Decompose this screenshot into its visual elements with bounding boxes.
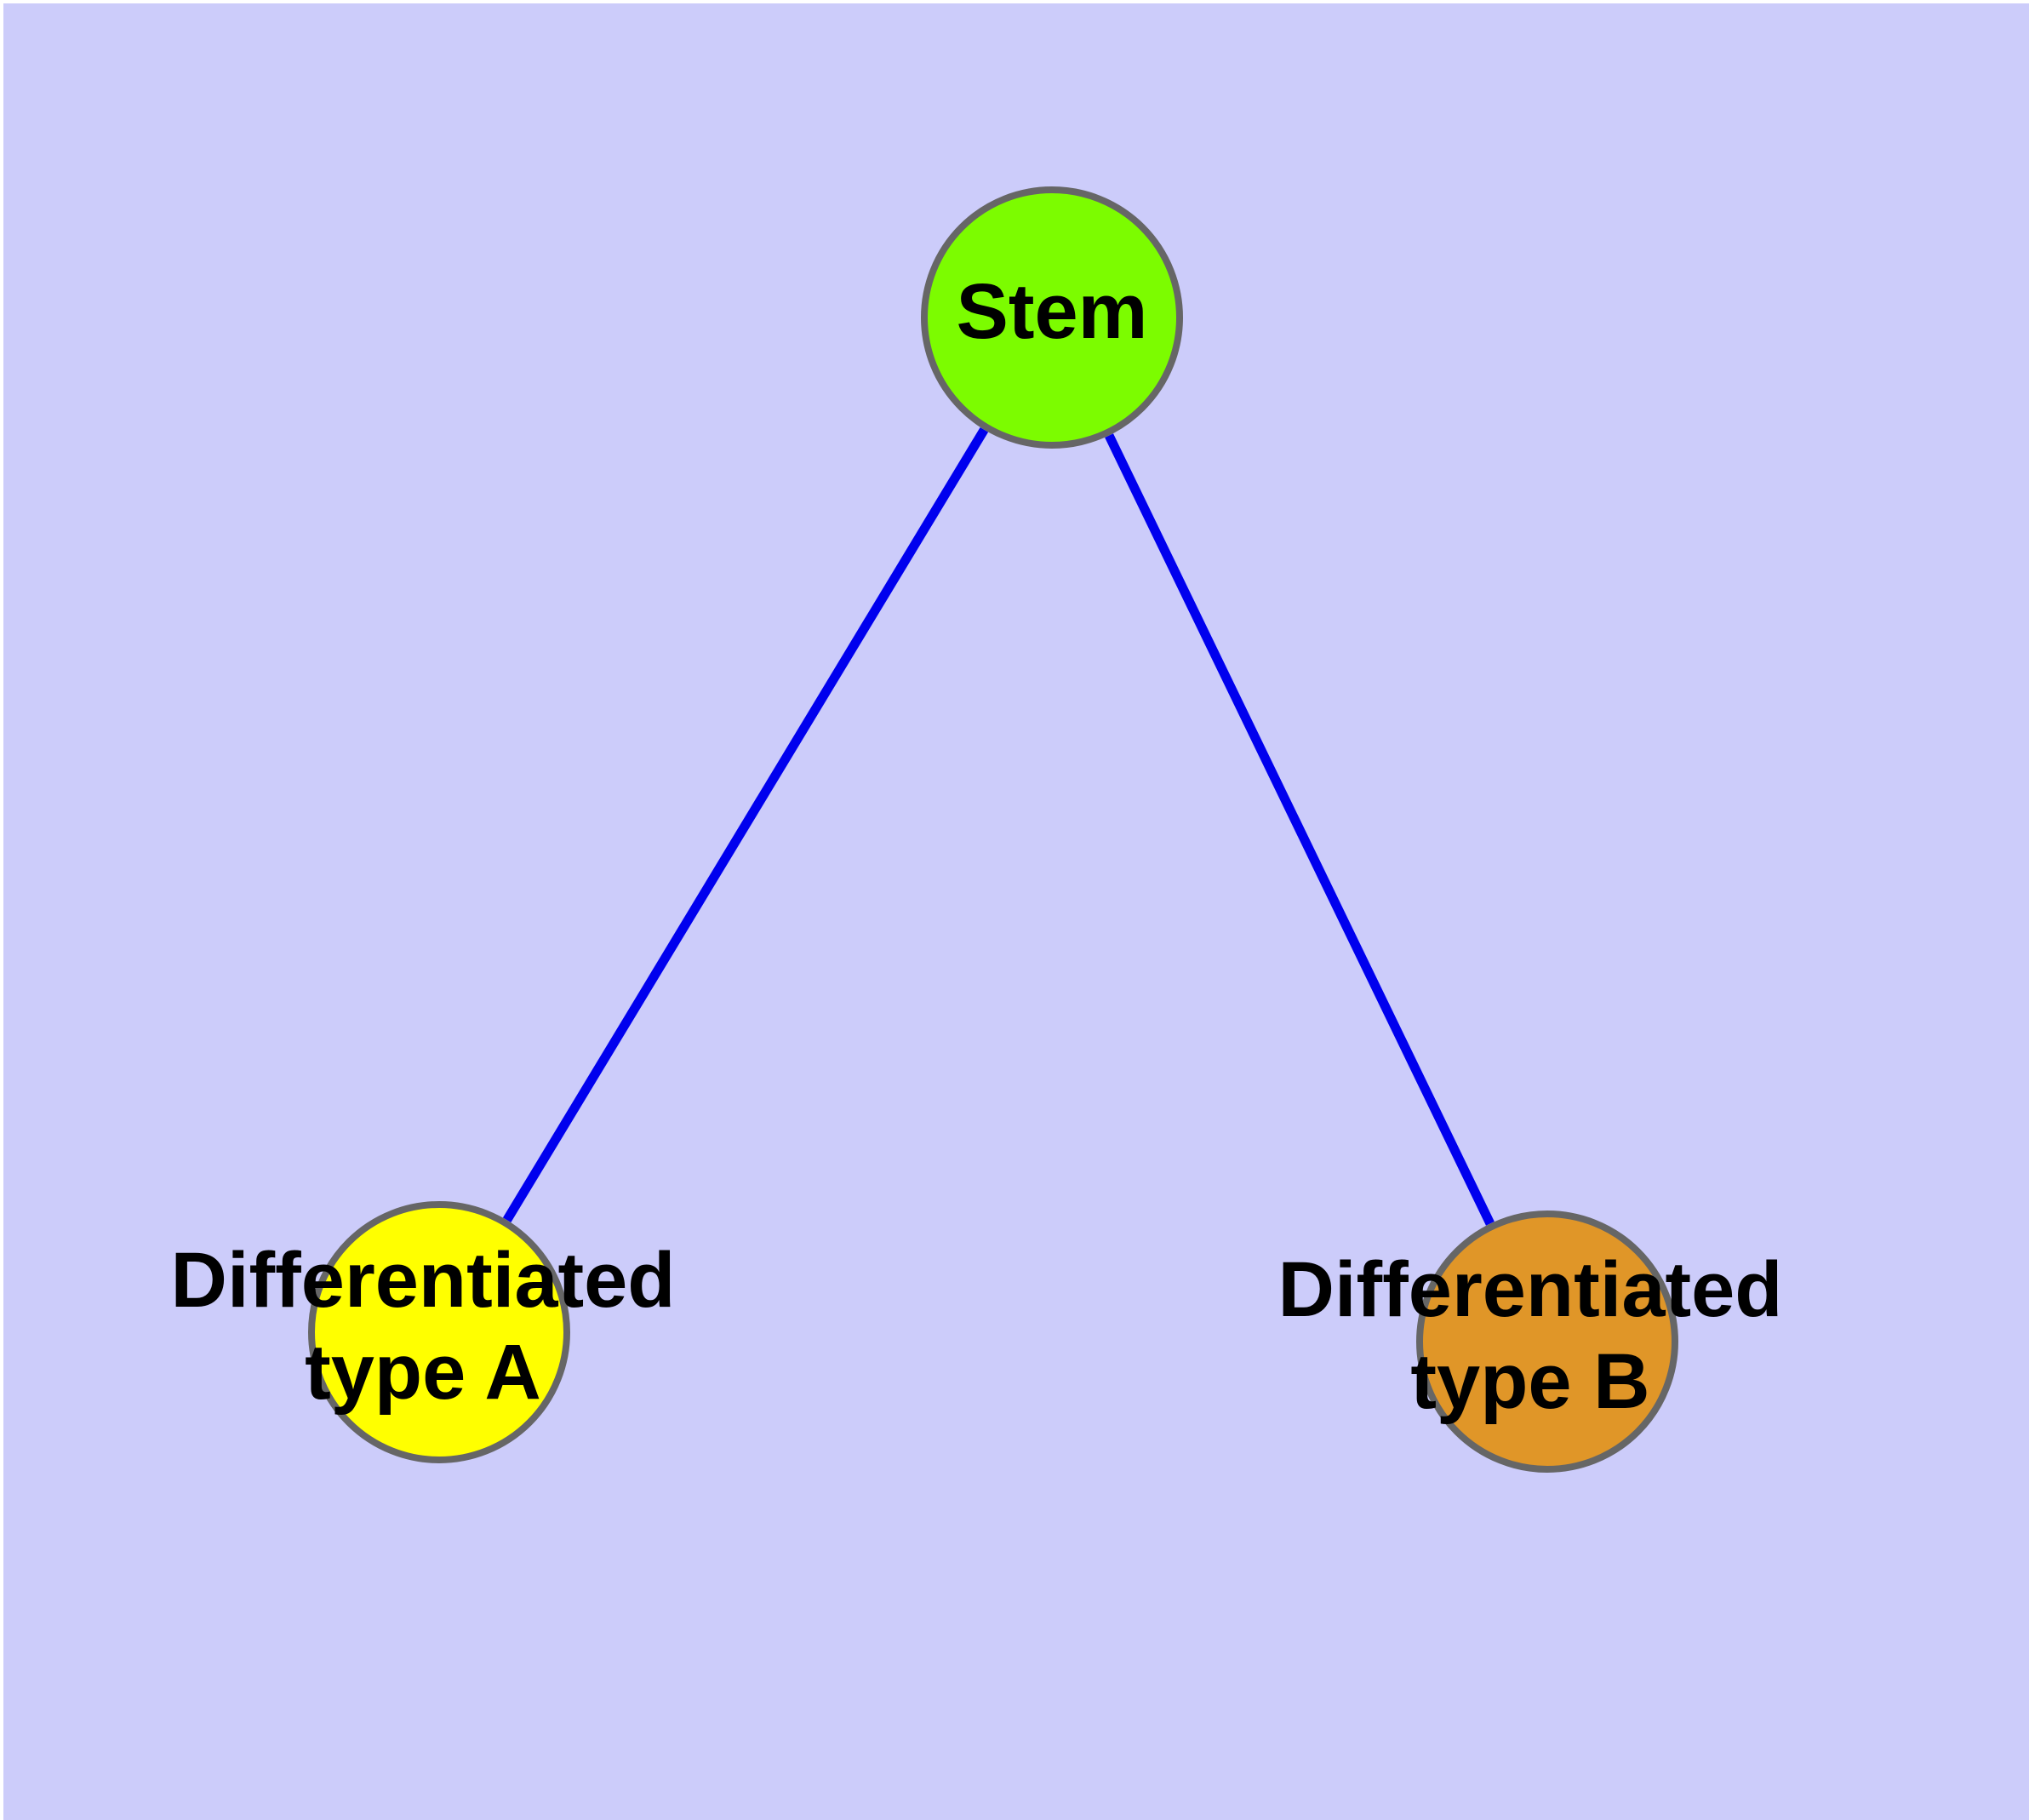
node-label-line: type B bbox=[1410, 1338, 1649, 1425]
node-diff_b[interactable] bbox=[1416, 1210, 1678, 1473]
node-label-line: Differentiated bbox=[1278, 1246, 1783, 1333]
node-label-stem: Stem bbox=[957, 268, 1148, 355]
edge-layer bbox=[502, 426, 1495, 1226]
node-label-line: type A bbox=[305, 1329, 541, 1416]
node-layer bbox=[308, 186, 1678, 1473]
node-label-line: Differentiated bbox=[171, 1237, 676, 1324]
node-label-line: Stem bbox=[957, 268, 1148, 355]
edge-stem-diff_b bbox=[1105, 433, 1495, 1226]
node-stem[interactable] bbox=[921, 186, 1183, 449]
node-diff_a[interactable] bbox=[308, 1201, 570, 1463]
edge-stem-diff_a bbox=[502, 426, 989, 1223]
